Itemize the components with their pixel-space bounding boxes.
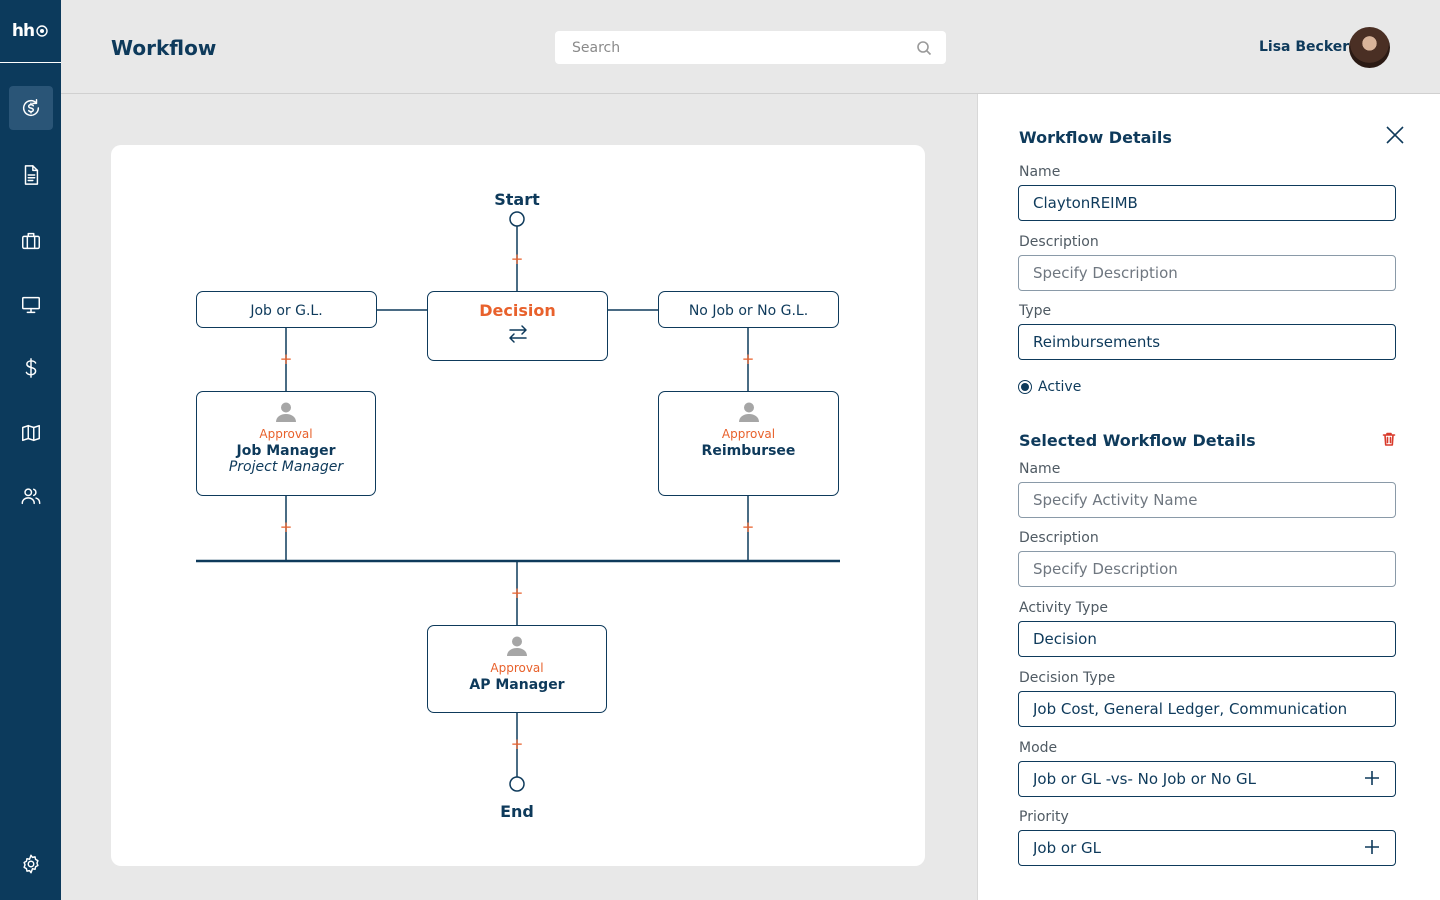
mode-input[interactable] [1019, 762, 1349, 795]
sidebar-item-settings[interactable] [9, 842, 53, 886]
logo-text: hh [11, 21, 35, 41]
workflow-connectors [196, 211, 840, 792]
add-step-button[interactable]: + [741, 518, 755, 536]
sidebar-item-devices[interactable] [9, 283, 53, 327]
approval-tag: Approval [490, 661, 544, 675]
approval-role: Project Manager [228, 459, 344, 475]
approval-node-reimbursee[interactable]: Approval Reimbursee [658, 391, 839, 496]
top-header: Workflow Lisa Becker [61, 0, 1440, 94]
branch-right-label: No Job or No G.L. [688, 303, 809, 319]
dollar-icon [25, 358, 37, 378]
page-title: Workflow [111, 36, 217, 60]
workflow-description-field[interactable] [1018, 255, 1396, 291]
workflow-canvas: Start End + + + + + + + Decision Job or … [111, 145, 925, 866]
details-panel: Workflow Details Name Description Type A… [977, 94, 1440, 900]
sidebar-item-users[interactable] [9, 474, 53, 518]
activity-description-field[interactable] [1018, 551, 1396, 587]
decision-type-field[interactable] [1018, 691, 1396, 727]
end-label: End [500, 802, 534, 821]
dollar-cycle-icon [22, 99, 40, 117]
approval-node-job-manager[interactable]: Approval Job Manager Project Manager [196, 391, 376, 496]
person-icon [659, 401, 838, 427]
add-priority-icon[interactable] [1363, 838, 1381, 856]
approval-name: Reimbursee [701, 443, 796, 459]
decision-type-input[interactable] [1019, 692, 1389, 725]
approval-name: Job Manager [236, 443, 336, 459]
mode-label: Mode [1019, 740, 1058, 756]
start-label: Start [494, 190, 540, 209]
workflow-type-field[interactable] [1018, 324, 1396, 360]
start-node-icon [509, 211, 525, 227]
decision-node[interactable]: Decision [427, 291, 608, 361]
avatar[interactable] [1349, 27, 1390, 68]
gear-icon [23, 854, 39, 874]
document-icon [24, 165, 39, 185]
branch-left[interactable]: Job or G.L. [196, 291, 377, 328]
activity-name-label: Name [1019, 461, 1061, 477]
add-step-button[interactable]: + [279, 518, 293, 536]
activity-description-input[interactable] [1019, 552, 1349, 585]
workflow-details-heading: Workflow Details [1019, 128, 1172, 147]
app-logo[interactable]: hh [0, 0, 61, 63]
close-icon[interactable] [1384, 124, 1406, 146]
monitor-icon [22, 296, 40, 314]
approval-tag: Approval [259, 427, 313, 441]
sidebar-item-reimbursements[interactable] [9, 86, 53, 130]
priority-input[interactable] [1019, 831, 1349, 864]
decision-type-label: Decision Type [1019, 670, 1116, 686]
workflow-description-input[interactable] [1019, 256, 1349, 289]
person-icon [197, 401, 375, 427]
swap-arrows-icon [428, 324, 607, 348]
search-input[interactable] [555, 31, 895, 64]
sidebar-item-documents[interactable] [9, 153, 53, 197]
activity-type-label: Activity Type [1019, 600, 1108, 616]
briefcase-icon [22, 232, 40, 250]
end-node-icon [509, 776, 525, 792]
approval-node-ap-manager[interactable]: Approval AP Manager [427, 625, 607, 713]
name-label: Name [1019, 164, 1061, 180]
workflow-name-field[interactable] [1018, 185, 1396, 221]
trash-icon[interactable] [1381, 431, 1397, 447]
branch-right[interactable]: No Job or No G.L. [658, 291, 839, 328]
add-mode-icon[interactable] [1363, 769, 1381, 787]
mode-field[interactable] [1018, 761, 1396, 797]
active-radio[interactable] [1018, 380, 1032, 394]
selected-details-heading: Selected Workflow Details [1019, 431, 1256, 450]
activity-name-field[interactable] [1018, 482, 1396, 518]
activity-description-label: Description [1019, 530, 1099, 546]
map-icon [22, 424, 40, 442]
logo-mark-icon [36, 25, 48, 37]
sidebar-item-jobs[interactable] [9, 219, 53, 263]
type-label: Type [1019, 303, 1052, 319]
decision-title: Decision [479, 301, 556, 320]
branch-left-label: Job or G.L. [250, 303, 323, 319]
sidebar: hh [0, 0, 61, 900]
activity-type-input[interactable] [1019, 622, 1349, 655]
sidebar-item-map[interactable] [9, 411, 53, 455]
active-label: Active [1038, 379, 1082, 395]
workflow-name-input[interactable] [1019, 186, 1349, 219]
add-step-button[interactable]: + [510, 250, 524, 268]
approval-name: AP Manager [469, 677, 565, 693]
add-step-button[interactable]: + [279, 350, 293, 368]
add-step-button[interactable]: + [510, 584, 524, 602]
users-icon [21, 488, 41, 505]
person-icon [428, 635, 606, 661]
sidebar-item-payments[interactable] [9, 346, 53, 390]
priority-label: Priority [1019, 809, 1069, 825]
approval-tag: Approval [721, 427, 776, 441]
workflow-type-input[interactable] [1019, 325, 1349, 358]
search-box[interactable] [555, 31, 946, 64]
description-label: Description [1019, 234, 1099, 250]
add-step-button[interactable]: + [510, 735, 524, 753]
activity-name-input[interactable] [1019, 483, 1349, 516]
search-icon[interactable] [916, 40, 932, 56]
activity-type-field[interactable] [1018, 621, 1396, 657]
user-name[interactable]: Lisa Becker [1259, 39, 1350, 55]
priority-field[interactable] [1018, 830, 1396, 866]
add-step-button[interactable]: + [741, 350, 755, 368]
